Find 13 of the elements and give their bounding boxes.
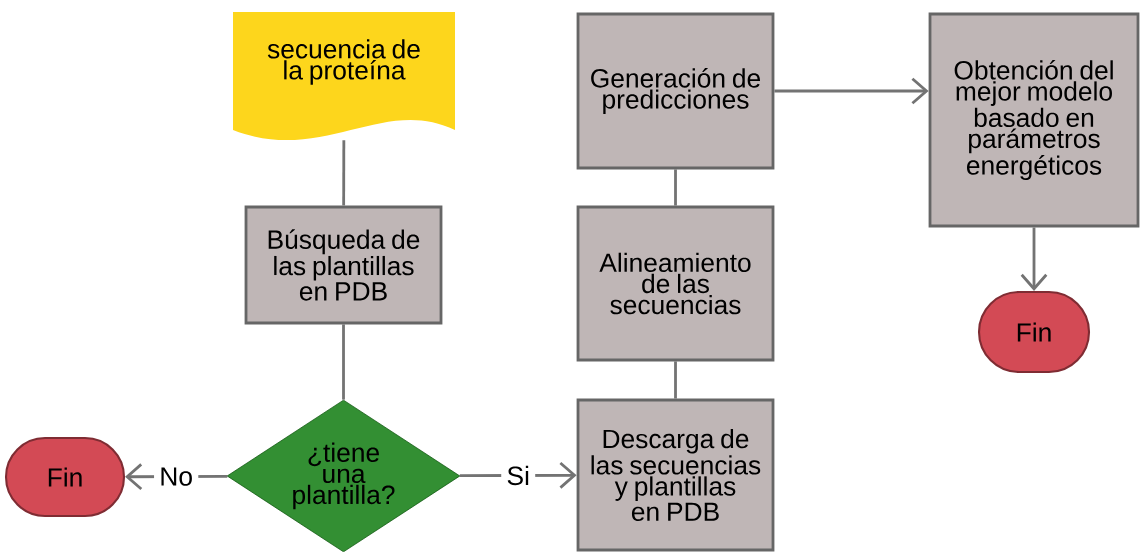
process-box: Generación de predicciones (576, 12, 775, 170)
process-box: Obtención del mejor modelo basado en parámetros energéticos (928, 12, 1140, 228)
arrow (774, 77, 929, 105)
process-box: Alineamiento de las secuencias (576, 205, 775, 362)
process-box: Búsqueda de las plantillas en PDB (244, 205, 443, 325)
edge-label: Si (501, 460, 536, 491)
arrow (1020, 227, 1048, 291)
connector-line (342, 140, 346, 206)
connector-line (674, 361, 677, 399)
connector-line (342, 324, 345, 400)
connector-line (674, 169, 677, 206)
edge-label: No (154, 462, 199, 492)
process-box: Descarga de las secuencias y plantillas en PDB (576, 398, 775, 552)
